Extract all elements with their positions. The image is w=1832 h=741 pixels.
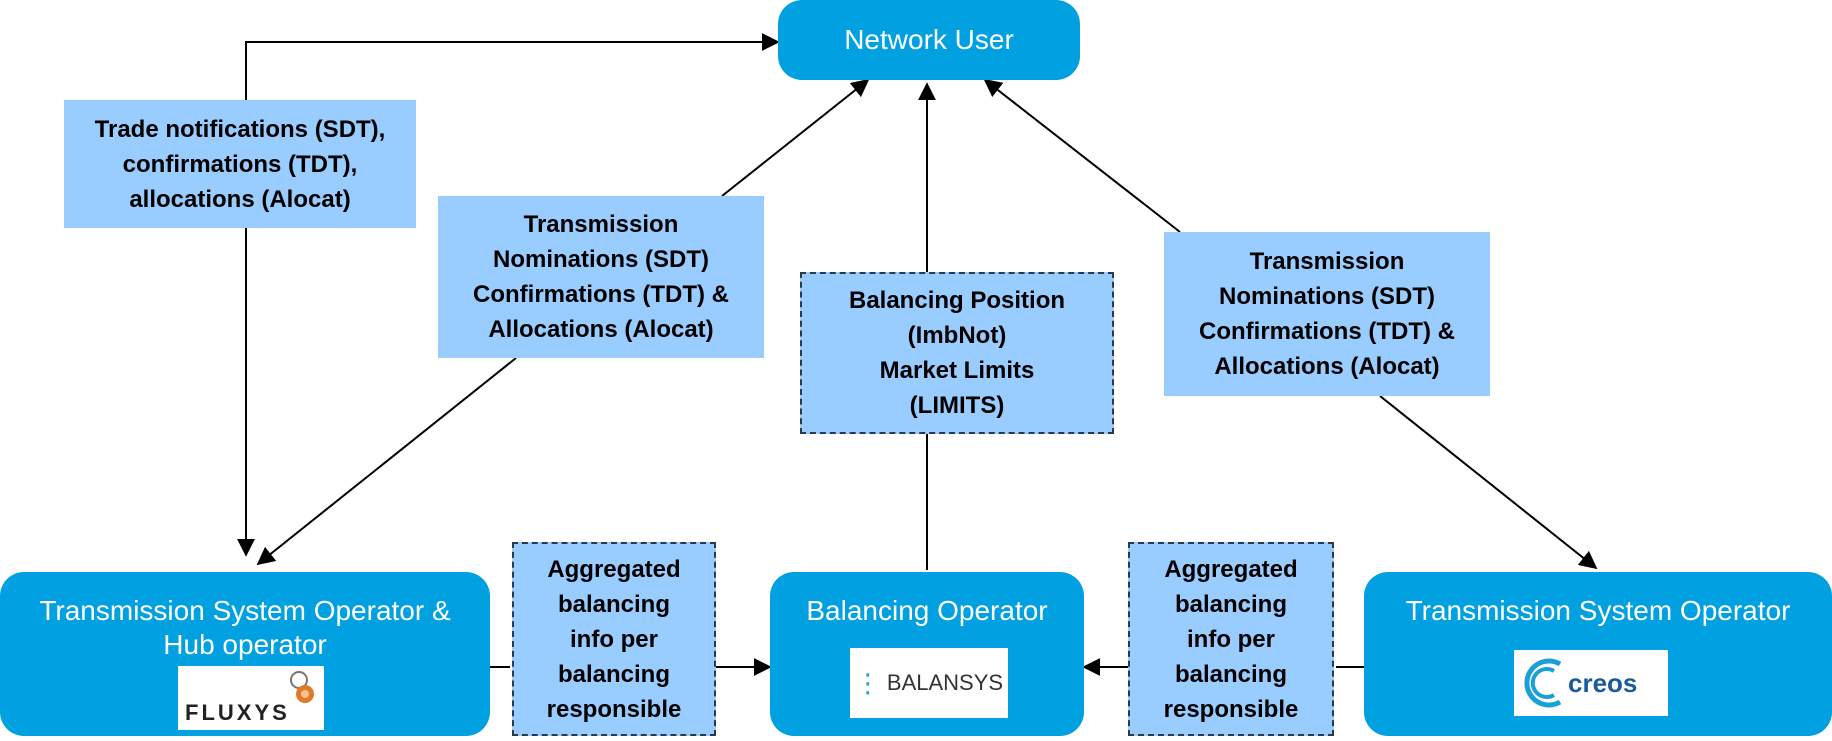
transmission-left-line-2: Nominations (SDT) (493, 246, 709, 273)
tso-hub-label-line2: Hub operator (163, 629, 327, 660)
transmission-right-arrow-top (983, 78, 1181, 233)
balansys-logo: ⋮ BALANSYS (850, 648, 1008, 718)
trade-flow-arrow (237, 33, 780, 557)
creos-logo-text: creos (1568, 668, 1637, 698)
aggregated-left-line-5: responsible (546, 695, 682, 723)
balancing-position-line-4: (LIMITS) (909, 392, 1005, 419)
transmission-right-arrow-bottom (1379, 395, 1598, 570)
trade-line-1: Trade notifications (SDT), (94, 115, 386, 143)
aggregated-left-line-1: Aggregated (547, 555, 681, 583)
transmission-left-label: Transmission Nominations (SDT) Confirmat… (438, 196, 764, 358)
aggregated-right-line-3: info per (1187, 625, 1275, 653)
transmission-left-arrow-top (721, 78, 870, 197)
tso-hub-label-line1: Transmission System Operator & (39, 595, 451, 626)
balancing-position-line-3: Market Limits (879, 357, 1035, 384)
balancing-operator-label: Balancing Operator (806, 595, 1048, 626)
fluxys-logo-mark: FLUXYS (185, 671, 314, 725)
transmission-right-line-2: Nominations (SDT) (1219, 283, 1435, 310)
trade-line-3: allocations (Alocat) (129, 185, 351, 213)
tso-right-label: Transmission System Operator (1405, 595, 1791, 626)
balancing-position-label: Balancing Position (ImbNot) Market Limit… (800, 272, 1114, 434)
aggregated-left-label: Aggregated balancing info per balancing … (512, 542, 716, 736)
aggregated-left-line-2: balancing (557, 590, 671, 618)
trade-notifications-label: Trade notifications (SDT), confirmations… (64, 100, 416, 228)
fluxys-logo: FLUXYS (178, 666, 324, 730)
transmission-left-line-3: Confirmations (TDT) & (473, 281, 729, 308)
balansys-logo-text: BALANSYS (886, 670, 1004, 695)
transmission-left-line-1: Transmission (523, 211, 679, 238)
creos-logo: creos (1514, 650, 1668, 716)
aggregated-right-line-4: balancing (1174, 660, 1288, 688)
trade-line-2: confirmations (TDT), (122, 150, 358, 178)
balancing-position-line-2: (ImbNot) (907, 322, 1007, 349)
aggregated-right-label: Aggregated balancing info per balancing … (1128, 542, 1334, 736)
balancing-position-line-1: Balancing Position (848, 287, 1066, 314)
aggregated-right-line-5: responsible (1163, 695, 1299, 723)
transmission-right-line-4: Allocations (Alocat) (1214, 353, 1440, 380)
network-user-label: Network User (844, 24, 1014, 55)
transmission-right-line-3: Confirmations (TDT) & (1199, 318, 1455, 345)
transmission-left-arrow-bottom (256, 357, 517, 566)
transmission-right-line-1: Transmission (1249, 248, 1405, 275)
aggregated-left-line-3: info per (570, 625, 658, 653)
transmission-left-line-4: Allocations (Alocat) (488, 316, 714, 343)
aggregated-right-line-2: balancing (1174, 590, 1288, 618)
creos-logo-mark: creos (1524, 658, 1637, 708)
transmission-right-label: Transmission Nominations (SDT) Confirmat… (1164, 232, 1490, 396)
balansys-mark-icon: ⋮ (854, 667, 881, 698)
fluxys-logo-text: FLUXYS (185, 700, 290, 725)
network-user-node: Network User (778, 0, 1080, 80)
aggregated-left-line-4: balancing (557, 660, 671, 688)
aggregated-right-line-1: Aggregated (1164, 555, 1298, 583)
